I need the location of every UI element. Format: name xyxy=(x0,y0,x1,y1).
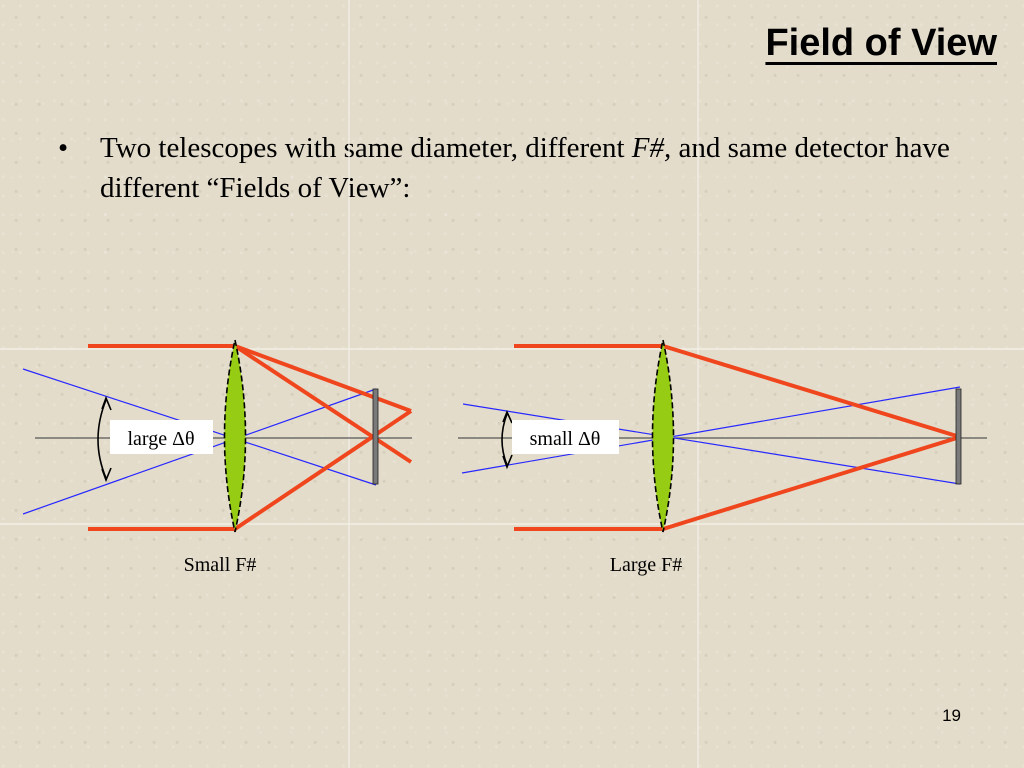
caption-large-fnumber: Large F# xyxy=(610,554,682,576)
lens xyxy=(223,339,247,533)
arrowhead-up xyxy=(101,395,112,411)
field-ray xyxy=(461,386,961,474)
slide-title: Field of View xyxy=(765,22,997,64)
angle-label-large: large Δθ xyxy=(127,428,194,450)
lens xyxy=(651,339,675,533)
angle-label-box xyxy=(110,420,213,454)
arrowhead-up xyxy=(502,409,513,424)
angle-label-box xyxy=(512,420,619,454)
angle-label-small: small Δθ xyxy=(530,428,601,450)
left-telescope: large Δθ Small F# xyxy=(22,339,413,576)
bullet-text-start: Two telescopes with same diameter, diffe… xyxy=(100,132,632,164)
angle-arrow xyxy=(97,399,107,479)
arrowhead-down xyxy=(101,467,112,483)
light-ray-overshoot xyxy=(233,344,413,464)
bullet-marker: • xyxy=(58,132,69,164)
arrowhead-down xyxy=(502,454,513,470)
page-number: 19 xyxy=(942,706,961,725)
bullet-text: Two telescopes with same diameter, diffe… xyxy=(100,128,958,208)
caption-small-fnumber: Small F# xyxy=(184,554,257,576)
right-telescope: small Δθ Large F# xyxy=(458,339,987,576)
bullet-text-emphasis: F#, xyxy=(631,132,672,164)
detector xyxy=(372,388,379,485)
bullet-text-end: and same detector have different “Fields… xyxy=(100,132,950,204)
detector xyxy=(955,388,962,485)
field-ray xyxy=(462,403,961,485)
bullet-point: • Two telescopes with same diameter, dif… xyxy=(58,128,958,208)
